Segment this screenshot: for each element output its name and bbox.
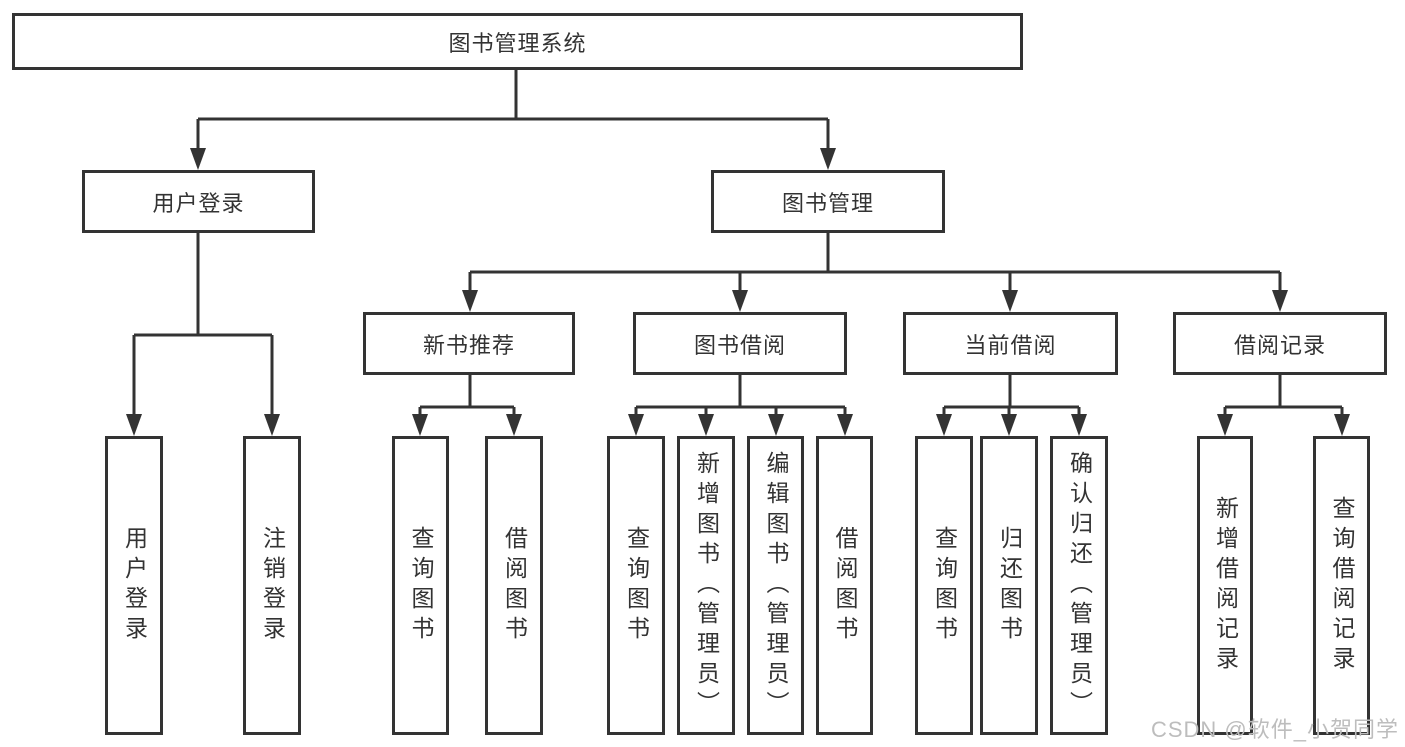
leaf-add-borrow-record: 新增借阅记录: [1197, 436, 1253, 735]
leaf-query-books-current: 查询图书: [915, 436, 973, 735]
node-label: 图书借阅: [693, 332, 786, 358]
leaf-borrow-books: 借阅图书: [816, 436, 873, 735]
leaf-return-book: 归还图书: [980, 436, 1038, 735]
leaf-label: 注销登录: [259, 525, 286, 646]
node-user-login: 用户登录: [82, 170, 315, 233]
leaf-label: 编辑图书（管理员）: [763, 450, 789, 721]
leaf-label: 查询图书: [931, 525, 958, 646]
node-new-book-recommendation: 新书推荐: [363, 312, 575, 375]
leaf-label: 归还图书: [996, 525, 1023, 646]
node-library-management-system: 图书管理系统: [12, 13, 1023, 70]
leaf-logout: 注销登录: [243, 436, 301, 735]
leaf-label: 查询借阅记录: [1329, 495, 1355, 676]
leaf-label: 借阅图书: [501, 525, 528, 646]
node-label: 当前借阅: [964, 332, 1057, 358]
leaf-label: 借阅图书: [832, 525, 858, 646]
node-label: 借阅记录: [1233, 332, 1326, 358]
leaf-confirm-return-admin: 确认归还（管理员）: [1050, 436, 1108, 735]
leaf-edit-book-admin: 编辑图书（管理员）: [747, 436, 804, 735]
node-book-borrowing: 图书借阅: [633, 312, 847, 375]
leaf-query-borrow-record: 查询借阅记录: [1313, 436, 1370, 735]
leaf-borrow-books-recommend: 借阅图书: [485, 436, 543, 735]
leaf-label: 确认归还（管理员）: [1066, 450, 1093, 721]
arrowheads: [126, 148, 1350, 436]
node-label: 新书推荐: [422, 332, 515, 358]
node-label: 用户登录: [152, 190, 245, 216]
node-borrowing-records: 借阅记录: [1173, 312, 1387, 375]
node-label: 图书管理: [781, 190, 874, 216]
leaf-label: 查询图书: [623, 525, 650, 646]
node-current-borrowing: 当前借阅: [903, 312, 1118, 375]
leaf-user-login: 用户登录: [105, 436, 163, 735]
leaf-query-books-recommend: 查询图书: [392, 436, 449, 735]
leaf-label: 新增图书（管理员）: [693, 450, 720, 721]
node-book-management: 图书管理: [711, 170, 945, 233]
leaf-label: 查询图书: [408, 525, 434, 646]
leaf-label: 新增借阅记录: [1212, 495, 1239, 676]
node-label: 图书管理系统: [448, 30, 587, 56]
leaf-query-books-borrowing: 查询图书: [607, 436, 665, 735]
leaf-add-book-admin: 新增图书（管理员）: [677, 436, 735, 735]
leaf-label: 用户登录: [121, 525, 148, 646]
